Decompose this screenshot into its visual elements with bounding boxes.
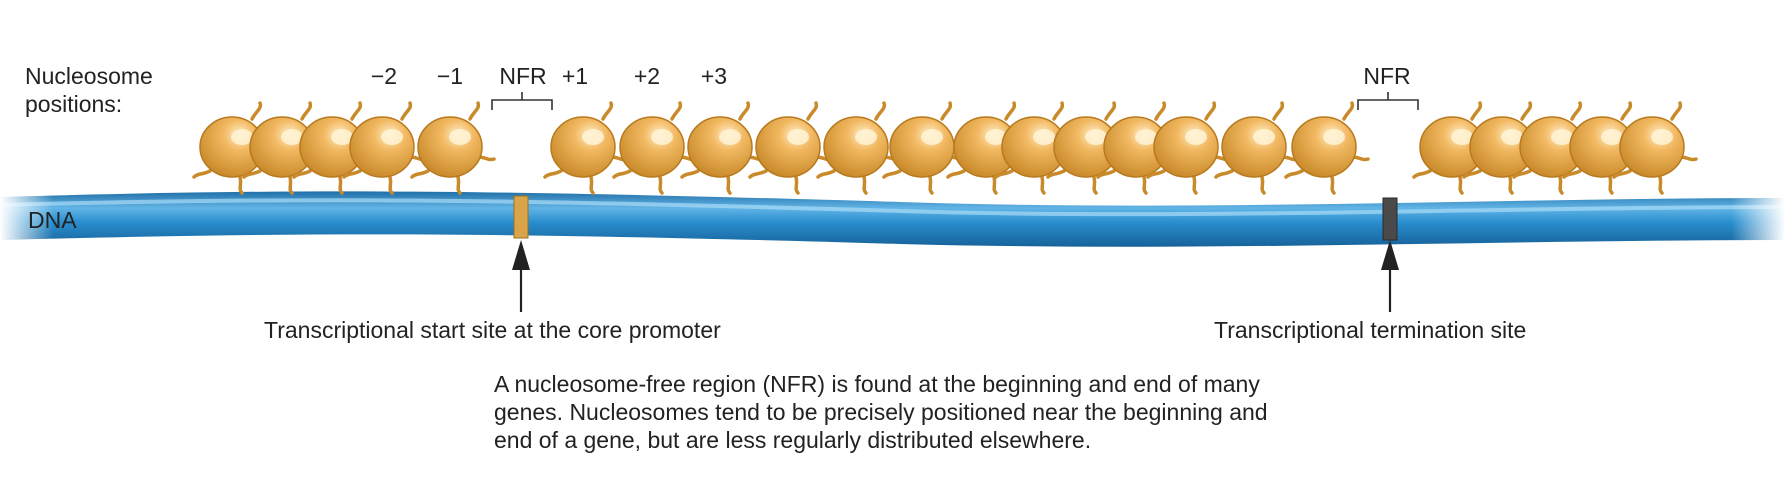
tss-label: Transcriptional start site at the core p…: [264, 317, 721, 343]
nucleosome-minus2: [342, 101, 428, 195]
nfr-start-label: NFR: [499, 63, 546, 89]
nucleosome-plus1: [543, 101, 629, 195]
dna-label: DNA: [28, 207, 77, 233]
position-plus3: +3: [701, 63, 727, 89]
tss-marker: [513, 195, 529, 239]
nfr-end-bracket: [1357, 92, 1419, 110]
tss-arrow: [512, 240, 530, 312]
position-minus2: −2: [371, 63, 397, 89]
figure-caption: A nucleosome-free region (NFR) is found …: [494, 370, 1444, 454]
nfr-start-bracket: [491, 92, 553, 110]
nucleosome: [1284, 101, 1370, 195]
nucleosome-plus3: [680, 101, 766, 195]
tts-label: Transcriptional termination site: [1214, 317, 1526, 343]
nucleosome: [1612, 101, 1698, 195]
tts-marker: [1382, 197, 1398, 241]
caption-line-3: end of a gene, but are less regularly di…: [494, 427, 1092, 453]
dna-strand: [0, 180, 1785, 260]
nucleosome: [1146, 101, 1232, 195]
nucleosome: [748, 101, 834, 195]
nucleosome: [816, 101, 902, 195]
tts-arrow: [1381, 240, 1399, 312]
nucleosome: [1214, 101, 1300, 195]
position-plus1: +1: [562, 63, 588, 89]
caption-line-1: A nucleosome-free region (NFR) is found …: [494, 371, 1260, 397]
position-plus2: +2: [634, 63, 660, 89]
nucleosome-positions-label: Nucleosome: [25, 63, 153, 89]
position-minus1: −1: [437, 63, 463, 89]
nucleosome-minus1: [410, 101, 496, 195]
nucleosome-array: [192, 101, 1698, 195]
nucleosome-plus2: [612, 101, 698, 195]
nfr-end-label: NFR: [1363, 63, 1410, 89]
caption-line-2: genes. Nucleosomes tend to be precisely …: [494, 399, 1268, 425]
nucleosome-positions-label-2: positions:: [25, 91, 122, 117]
